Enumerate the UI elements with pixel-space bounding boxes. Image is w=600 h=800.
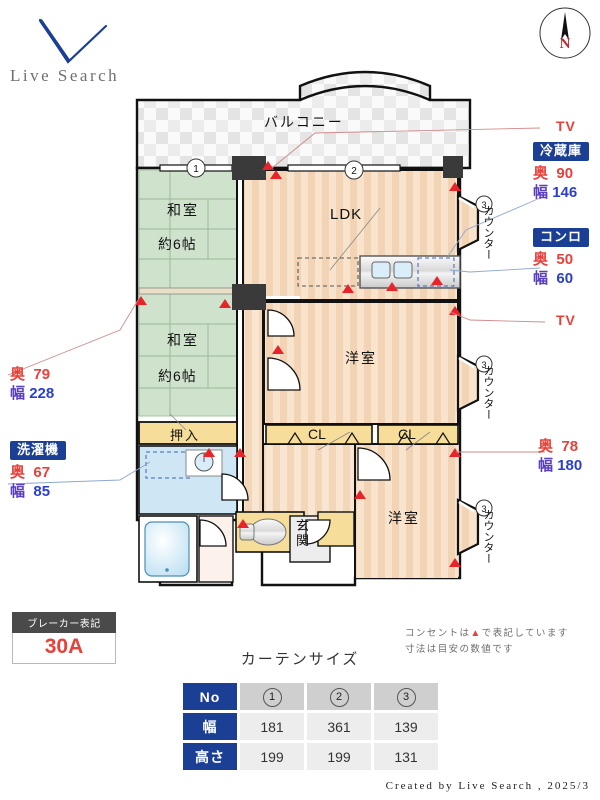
room-size-washitsu-1: 約6帖 (158, 236, 197, 252)
svg-text:3: 3 (481, 504, 486, 514)
column-header-2: 2 (307, 683, 371, 710)
room-label-washitsu-2: 和室 (167, 332, 199, 348)
washer-width: 幅 85 (10, 483, 51, 501)
breaker-title: ブレーカー表記 (12, 612, 116, 633)
row-header-no: No (183, 683, 237, 710)
stove-width: 幅 60 (533, 270, 574, 288)
legend-note-line-2: 寸法は目安の数値です (405, 644, 515, 655)
svg-text:2: 2 (351, 166, 357, 177)
stove-label: コンロ (533, 228, 590, 248)
width-value-1: 181 (240, 713, 304, 740)
room-label-washitsu-1: 和室 (167, 202, 199, 218)
compass-north-icon: N (538, 6, 592, 60)
entrance-label: 玄関 (296, 518, 310, 548)
legend-note-line-1: コンセントは▲で表記しています (405, 628, 569, 639)
svg-text:3: 3 (481, 360, 486, 370)
room-size-washitsu-2: 約6帖 (158, 368, 197, 384)
curtain-size-table: No 1 2 3 幅 181 361 139 高さ 199 199 131 (180, 680, 441, 773)
width-value-2: 361 (307, 713, 371, 740)
height-value-2: 199 (307, 743, 371, 770)
floor-plan: 1 2 3 3 3 (7, 70, 546, 587)
breaker-box: ブレーカー表記 30A (12, 612, 116, 664)
room-label-oshiire: 押入 (170, 428, 201, 443)
brand-name: Live Search (10, 66, 120, 85)
washer-callout: 洗濯機 奥 67 幅 85 (10, 441, 67, 501)
svg-text:3: 3 (481, 200, 486, 210)
right-lower-depth: 奥 78 (538, 438, 579, 455)
outlet-triangle-icon: ▲ (470, 628, 482, 639)
tv-label-top: TV (556, 118, 576, 134)
left-upper-depth: 奥 79 (10, 366, 51, 383)
row-header-height: 高さ (183, 743, 237, 770)
counter-label-1: カウンター (482, 205, 494, 260)
fridge-label: 冷蔵庫 (533, 142, 590, 162)
brand-logo: Live Search (8, 18, 138, 88)
table-row-width: 幅 181 361 139 (183, 713, 438, 740)
washer-depth: 奥 67 (10, 464, 51, 482)
checkmark-v-logo-icon (38, 18, 108, 64)
curtain-size-title: カーテンサイズ (240, 651, 360, 668)
left-upper-width: 幅 228 (10, 385, 55, 402)
stove-callout: コンロ 奥 50 幅 60 (533, 228, 590, 288)
width-value-3: 139 (374, 713, 438, 740)
column-header-1: 1 (240, 683, 304, 710)
closet-label-cl-1: CL (308, 426, 326, 442)
washer-label: 洗濯機 (10, 441, 67, 461)
counter-label-3: カウンター (482, 509, 494, 564)
fridge-callout: 冷蔵庫 奥 90 幅 146 (533, 142, 590, 202)
room-label-yoshitsu-2: 洋室 (388, 510, 420, 526)
column-header-3: 3 (374, 683, 438, 710)
left-upper-dimensions: 奥 79 幅 228 (10, 365, 54, 403)
svg-text:N: N (560, 36, 571, 52)
fridge-width: 幅 146 (533, 184, 578, 202)
svg-text:1: 1 (193, 164, 199, 175)
right-lower-dimensions: 奥 78 幅 180 (538, 437, 582, 475)
tv-label-mid: TV (556, 312, 576, 328)
legend-note: コンセントは▲で表記しています 寸法は目安の数値です (405, 626, 569, 658)
room-label-ldk: LDK (330, 206, 363, 223)
row-header-width: 幅 (183, 713, 237, 740)
breaker-value: 30A (12, 633, 116, 664)
closet-label-cl-2: CL (398, 426, 416, 442)
table-row-header: No 1 2 3 (183, 683, 438, 710)
stove-depth: 奥 50 (533, 251, 574, 269)
counter-label-2: カウンター (482, 365, 494, 420)
table-row-height: 高さ 199 199 131 (183, 743, 438, 770)
right-lower-width: 幅 180 (538, 457, 583, 474)
height-value-3: 131 (374, 743, 438, 770)
room-label-yoshitsu-1: 洋室 (345, 350, 377, 366)
height-value-1: 199 (240, 743, 304, 770)
fridge-depth: 奥 90 (533, 165, 574, 183)
room-label-balcony: バルコニー (264, 114, 344, 130)
footer-credit: Created by Live Search , 2025/3 (385, 780, 590, 792)
